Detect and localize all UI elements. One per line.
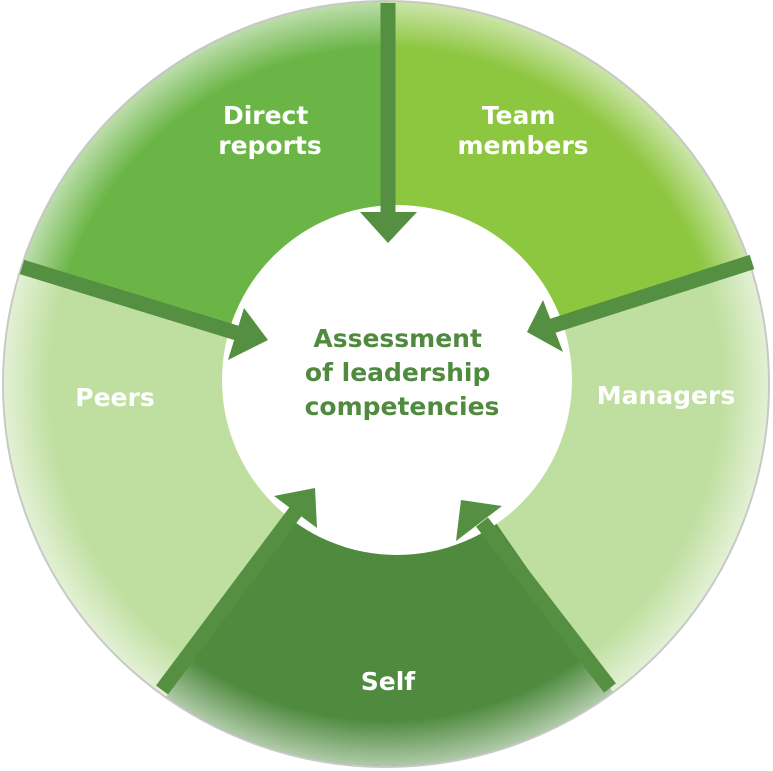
arrows [19, 3, 755, 695]
label-direct-reports: Direct reports [218, 101, 322, 160]
arrow-icon [360, 3, 417, 243]
arrow-icon [456, 500, 616, 693]
arrow-icon [19, 259, 268, 360]
label-team-members: Team members [457, 101, 588, 160]
label-managers: Managers [597, 381, 735, 410]
arrow-icon [155, 488, 317, 695]
label-peers: Peers [75, 383, 154, 412]
center-title: Assessment of leadership competencies [305, 324, 500, 421]
center-hub [222, 205, 572, 555]
label-self: Self [361, 667, 417, 696]
arrow-icon [527, 254, 755, 352]
